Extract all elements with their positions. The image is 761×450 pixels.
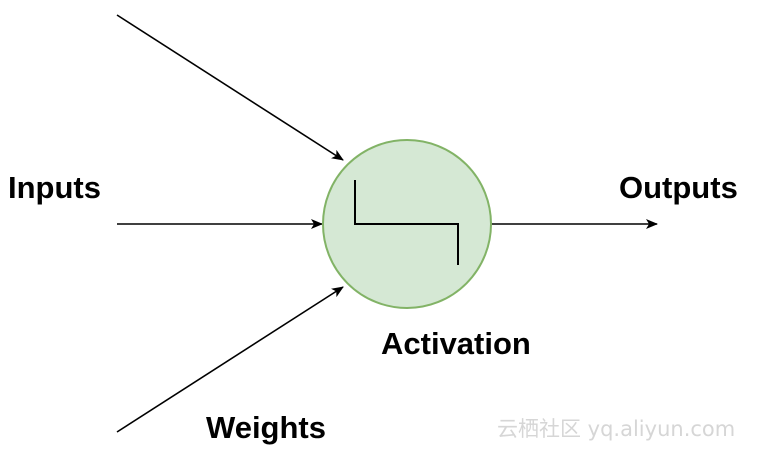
activation-label: Activation	[381, 326, 531, 361]
inputs-label: Inputs	[8, 170, 101, 205]
weights-label: Weights	[206, 410, 326, 445]
step-function-icon	[354, 180, 459, 265]
outputs-label: Outputs	[619, 170, 738, 205]
input-arrow-bottom	[116, 286, 344, 433]
input-arrow-top	[116, 14, 344, 161]
watermark: 云栖社区 yq.aliyun.com	[497, 417, 735, 441]
